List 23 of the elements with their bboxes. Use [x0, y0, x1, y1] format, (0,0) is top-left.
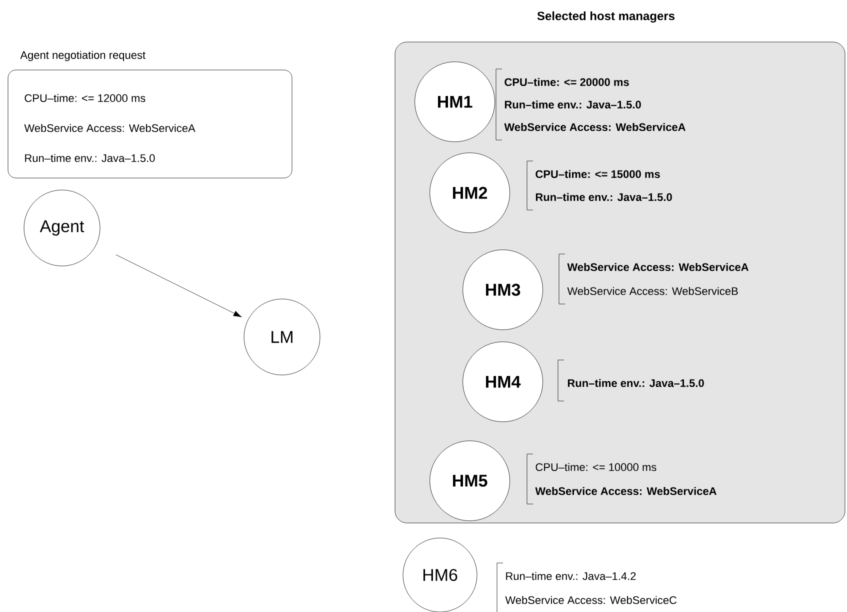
circle-node: HM3 [462, 250, 543, 330]
circle-node: Agent [24, 190, 100, 266]
box-heading: Agent negotiation request [20, 50, 146, 62]
attribute-text: WebService Access: WebServiceA [504, 122, 686, 132]
circle-node: HM5 [430, 440, 510, 521]
circle-node: HM1 [414, 62, 495, 142]
request-box: CPU–time: <= 12000 ms WebService Access: WebServiceA Run–time env.: Java–1.5.0 [8, 70, 292, 178]
attribute-text: Run–time env.: Java–1.5.0 [568, 378, 704, 388]
circle-node: HM2 [430, 152, 510, 233]
attribute-text: CPU–time: <= 15000 ms [536, 170, 660, 178]
attribute-text: CPU–time: <= 10000 ms [536, 462, 656, 472]
circle-node: HM4 [462, 342, 543, 422]
arrow [116, 254, 242, 318]
attribute-text: Run–time env.: Java–1.4.2 [506, 572, 636, 580]
attribute-text: Run–time env.: Java–1.5.0 [504, 100, 641, 109]
panel-title: Selected host managers [537, 11, 675, 23]
attribute-text: WebService Access: WebServiceA [567, 262, 748, 272]
attribute-text: WebService Access: WebServiceA [535, 486, 716, 496]
attribute-text: CPU–time: <= 20000 ms [504, 78, 629, 86]
circle-node: LM [244, 298, 320, 376]
attribute-text: WebService Access: WebServiceB [567, 286, 738, 296]
attribute-text: Run–time env.: Java–1.5.0 [536, 192, 672, 202]
attribute-text: WebService Access: WebServiceC [505, 596, 677, 604]
